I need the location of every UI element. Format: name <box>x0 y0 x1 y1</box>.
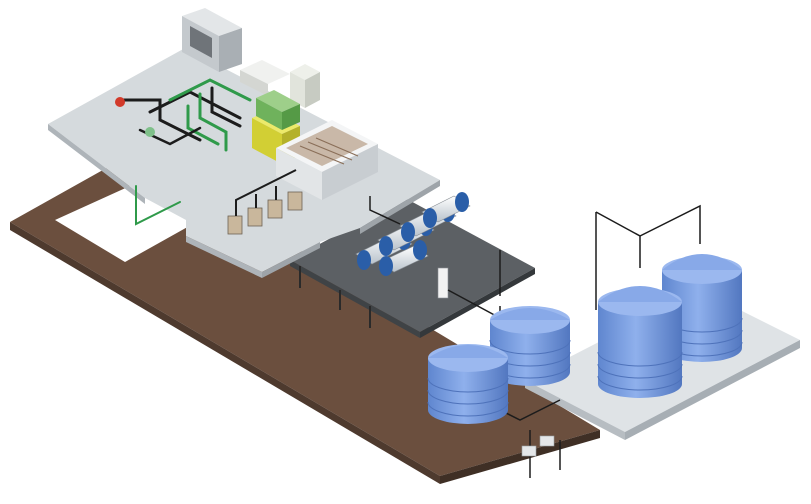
piping-network <box>115 78 252 226</box>
pressure-vessels <box>355 192 471 299</box>
ro-skid-deck <box>290 198 535 338</box>
tank-small-front <box>427 344 509 424</box>
yellow-equipment <box>252 90 300 164</box>
filter-tank <box>276 120 378 200</box>
tank-small-back <box>489 306 571 386</box>
storage-tanks-large <box>597 254 743 398</box>
control-panels <box>240 60 320 108</box>
tank-large-front <box>597 286 683 398</box>
outlet-boxes <box>521 435 555 457</box>
hvac-unit <box>182 8 242 72</box>
pump-row <box>227 169 303 235</box>
storage-tanks-small <box>427 306 571 424</box>
upper-platform <box>48 48 440 278</box>
